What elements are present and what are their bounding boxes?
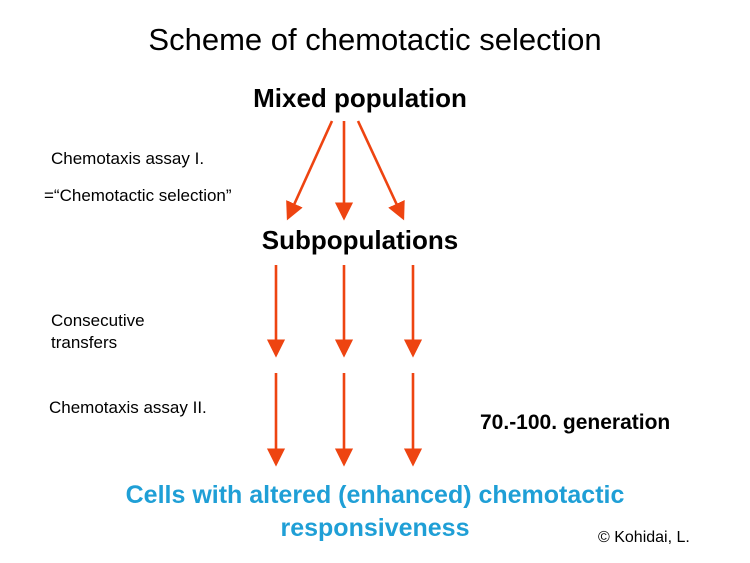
generation-label: 70.-100. generation	[480, 411, 671, 434]
mixed-population-node: Mixed population	[253, 83, 467, 113]
consecutive-transfers-label: Consecutive transfers	[51, 311, 145, 352]
chemotaxis-assay-1-label: Chemotaxis assay I.	[51, 149, 205, 168]
result-node: Cells with altered (enhanced) chemotacti…	[125, 481, 625, 542]
copyright-label: © Kohidai, L.	[598, 529, 690, 546]
subpopulations-node: Subpopulations	[261, 225, 459, 255]
arrow-mixed-to-sub-right	[356, 120, 405, 221]
diagram-title: Scheme of chemotactic selection	[148, 22, 602, 57]
arrow-mixed-to-sub-left	[286, 120, 334, 221]
chemotactic-selection-label: =“Chemotactic selection”	[44, 186, 232, 205]
chemotaxis-assay-2-label: Chemotaxis assay II.	[49, 398, 207, 417]
